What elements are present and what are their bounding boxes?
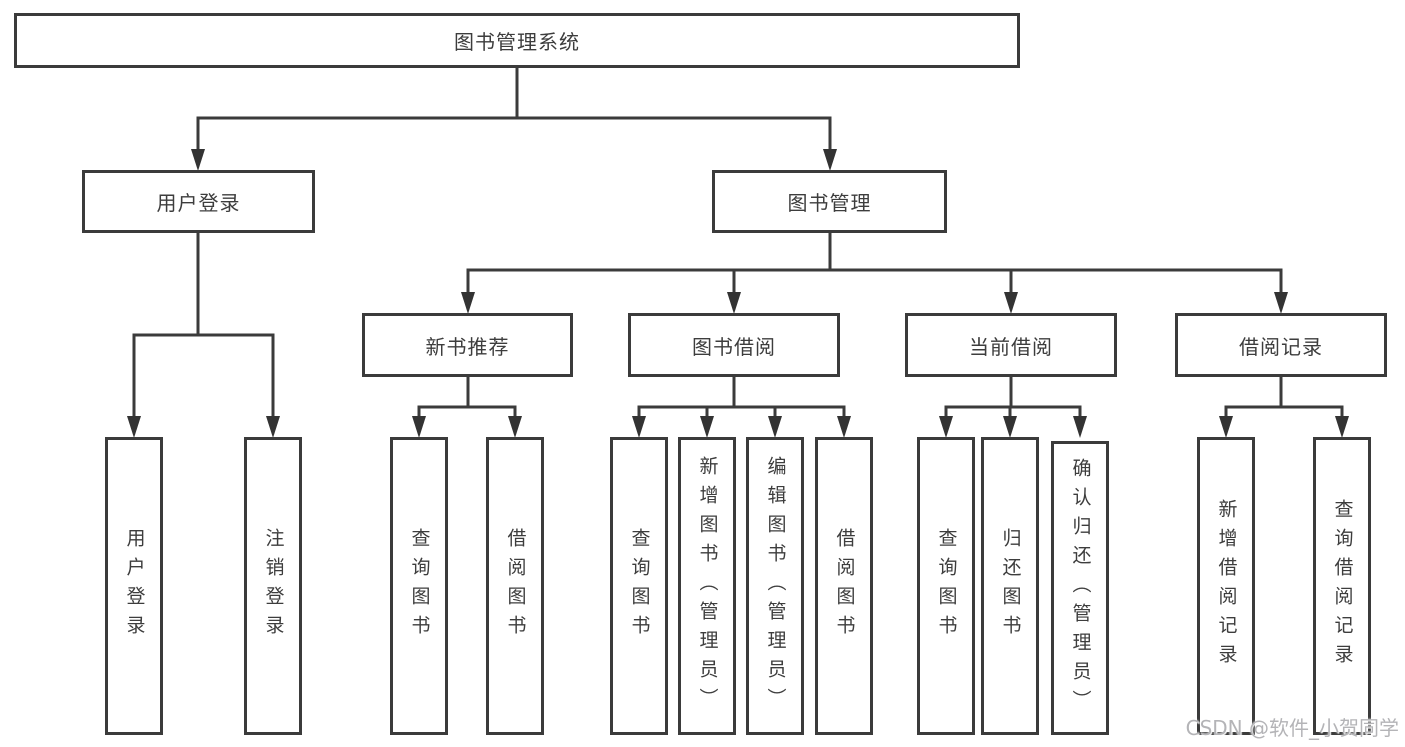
leaf-add-borrow-record: 新增借阅记录	[1197, 437, 1255, 735]
leaf-query-books-recommend: 查询图书	[390, 437, 448, 735]
node-new-book-recommendation: 新书推荐	[362, 313, 573, 377]
node-user-login: 用户登录	[82, 170, 315, 233]
node-book-borrowing: 图书借阅	[628, 313, 840, 377]
leaf-return-books: 归还图书	[981, 437, 1039, 735]
leaf-query-books-borrowing: 查询图书	[610, 437, 668, 735]
watermark: CSDN @软件_小贺同学	[1185, 716, 1399, 740]
node-book-management: 图书管理	[712, 170, 947, 233]
node-borrowing-records: 借阅记录	[1175, 313, 1387, 377]
leaf-confirm-return-admin: 确认归还（管理员）	[1051, 441, 1109, 735]
leaf-user-login: 用户登录	[105, 437, 163, 735]
node-library-management-system: 图书管理系统	[14, 13, 1020, 68]
leaf-add-books-admin: 新增图书（管理员）	[678, 437, 736, 735]
leaf-query-books-current: 查询图书	[917, 437, 975, 735]
leaf-edit-books-admin: 编辑图书（管理员）	[746, 437, 804, 735]
leaf-query-borrow-record: 查询借阅记录	[1313, 437, 1371, 735]
leaf-borrow-books: 借阅图书	[815, 437, 873, 735]
leaf-logout: 注销登录	[244, 437, 302, 735]
node-current-borrowing: 当前借阅	[905, 313, 1117, 377]
leaf-borrow-books-recommend: 借阅图书	[486, 437, 544, 735]
